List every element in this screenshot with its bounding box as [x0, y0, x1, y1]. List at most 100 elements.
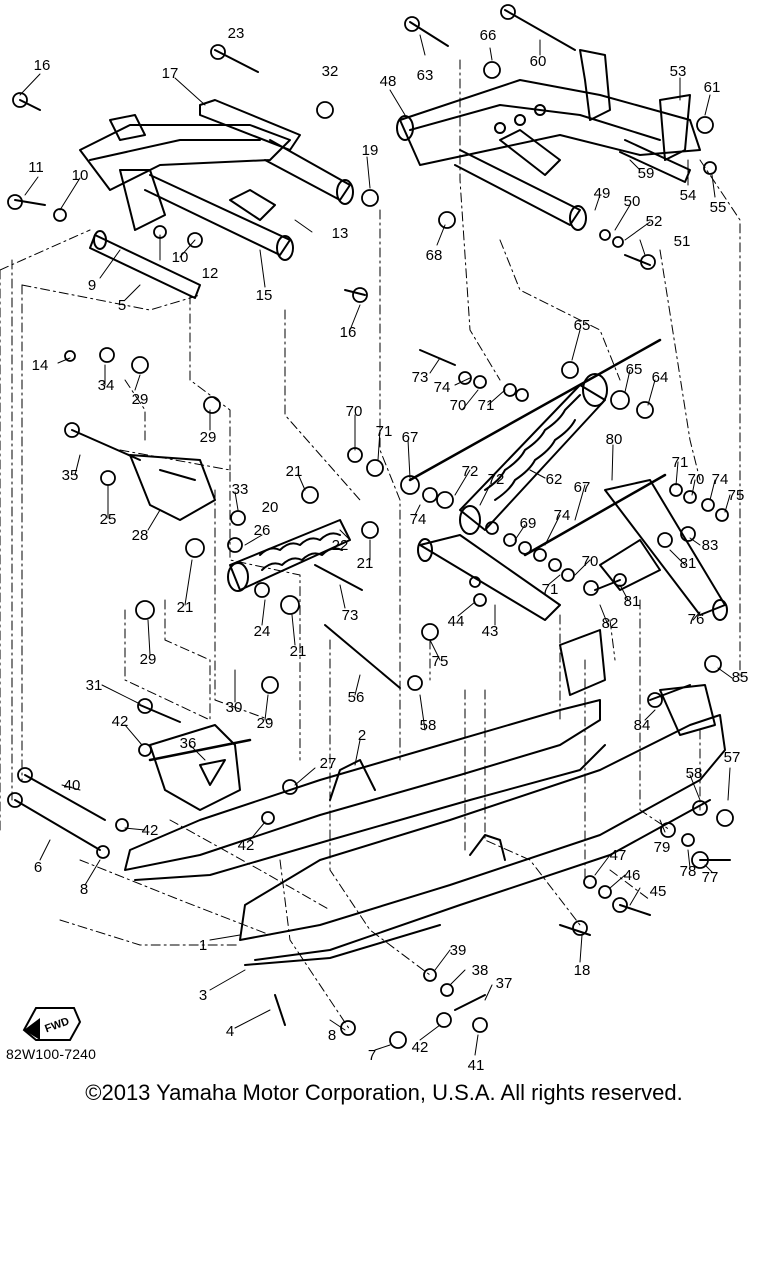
callout-81: 81	[680, 555, 697, 572]
callout-30: 30	[226, 699, 243, 716]
callout-16: 16	[34, 57, 51, 74]
document-code: 82W100-7240	[6, 1046, 97, 1062]
callout-36: 36	[180, 735, 197, 752]
callout-38: 38	[472, 962, 489, 979]
callout-72: 72	[462, 463, 479, 480]
callout-14: 14	[32, 357, 49, 374]
callout-69: 69	[520, 515, 537, 532]
callout-56: 56	[348, 689, 365, 706]
leader-lines	[19, 34, 733, 1056]
callout-70: 70	[450, 397, 467, 414]
left-slide-rail	[124, 629, 606, 881]
callout-57: 57	[724, 749, 741, 766]
callout-42: 42	[112, 713, 129, 730]
rear-shock-absorber	[459, 373, 608, 535]
alignment-lines	[0, 59, 741, 1031]
callout-42: 42	[238, 837, 255, 854]
callout-45: 45	[650, 883, 667, 900]
callout-21: 21	[177, 599, 194, 616]
exploded-parts-diagram: FWD 231617321110191310129155161434292935…	[0, 4, 748, 1074]
callout-81: 81	[624, 593, 641, 610]
callout-10: 10	[172, 249, 189, 266]
callout-68: 68	[426, 247, 443, 264]
long-bolts	[14, 9, 731, 1026]
callout-74: 74	[410, 511, 427, 528]
callout-24: 24	[254, 623, 271, 640]
callout-21: 21	[290, 643, 307, 660]
callout-43: 43	[482, 623, 499, 640]
callout-73: 73	[342, 607, 359, 624]
callout-29: 29	[257, 715, 274, 732]
callout-32: 32	[322, 63, 339, 80]
fwd-arrow-icon: FWD	[22, 1007, 82, 1041]
callout-42: 42	[412, 1039, 429, 1056]
callout-49: 49	[594, 185, 611, 202]
callout-71: 71	[672, 454, 689, 471]
callout-9: 9	[88, 277, 96, 294]
callout-1: 1	[199, 937, 207, 954]
callout-73: 73	[412, 369, 429, 386]
callout-80: 80	[606, 431, 623, 448]
callout-17: 17	[162, 65, 179, 82]
callout-75: 75	[432, 653, 449, 670]
callout-44: 44	[448, 613, 465, 630]
callout-21: 21	[286, 463, 303, 480]
callout-5: 5	[118, 297, 126, 314]
hardware-nuts	[7, 4, 734, 1049]
callout-84: 84	[634, 717, 651, 734]
callout-46: 46	[624, 867, 641, 884]
callout-13: 13	[332, 225, 349, 242]
callout-55: 55	[710, 199, 727, 216]
callout-28: 28	[132, 527, 149, 544]
callout-53: 53	[670, 63, 687, 80]
front-bracket	[129, 454, 252, 811]
front-shock-absorber	[227, 519, 351, 592]
callout-72: 72	[488, 471, 505, 488]
callout-47: 47	[610, 847, 627, 864]
callout-70: 70	[346, 403, 363, 420]
callout-60: 60	[530, 53, 547, 70]
callout-76: 76	[688, 611, 705, 628]
callout-4: 4	[226, 1023, 234, 1040]
callout-21: 21	[357, 555, 374, 572]
callout-29: 29	[132, 391, 149, 408]
copyright-notice: ©2013 Yamaha Motor Corporation, U.S.A. A…	[85, 1080, 683, 1105]
callout-33: 33	[232, 481, 249, 498]
callout-61: 61	[704, 79, 721, 96]
rear-pivot-arm	[396, 49, 701, 231]
callout-6: 6	[34, 859, 42, 876]
callout-48: 48	[380, 73, 397, 90]
callout-12: 12	[202, 265, 219, 282]
callout-75: 75	[728, 487, 745, 504]
callout-41: 41	[468, 1057, 485, 1074]
front-pivot-arm	[79, 99, 354, 299]
callout-50: 50	[624, 193, 641, 210]
callout-70: 70	[688, 471, 705, 488]
callout-15: 15	[256, 287, 273, 304]
rear-swing-arm	[408, 338, 728, 621]
callout-3: 3	[199, 987, 207, 1004]
callout-27: 27	[320, 755, 337, 772]
callout-54: 54	[680, 187, 697, 204]
callout-8: 8	[328, 1027, 336, 1044]
callout-37: 37	[496, 975, 513, 992]
callout-65: 65	[574, 317, 591, 334]
callout-26: 26	[254, 522, 271, 539]
callout-82: 82	[602, 615, 619, 632]
callout-23: 23	[228, 25, 245, 42]
callout-64: 64	[652, 369, 669, 386]
callout-59: 59	[638, 165, 655, 182]
callout-74: 74	[434, 379, 451, 396]
callout-29: 29	[140, 651, 157, 668]
callout-65: 65	[626, 361, 643, 378]
callout-51: 51	[674, 233, 691, 250]
callout-66: 66	[480, 27, 497, 44]
callout-71: 71	[478, 397, 495, 414]
callout-70: 70	[582, 553, 599, 570]
callout-16: 16	[340, 324, 357, 341]
callout-42: 42	[142, 822, 159, 839]
callout-67: 67	[574, 479, 591, 496]
callout-2: 2	[358, 727, 366, 744]
callout-62: 62	[546, 471, 563, 488]
